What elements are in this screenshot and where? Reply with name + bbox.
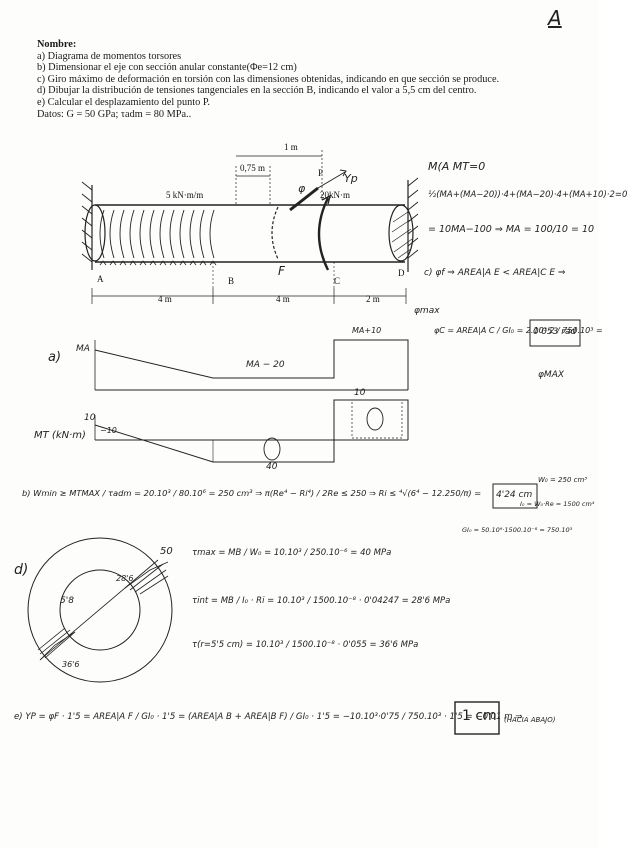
b-equation: b) Wmin ≥ MTMAX / τadm = 20.10³ / 80.10⁶… bbox=[22, 488, 482, 498]
c-phimax2-label: φMAX bbox=[538, 370, 565, 380]
mt-value-neg10: −10 bbox=[100, 426, 117, 435]
diagram-ma20-label: MA − 20 bbox=[246, 360, 285, 370]
stress-distribution-bottom bbox=[37, 627, 76, 661]
c-result-box bbox=[529, 319, 581, 347]
c-phi-line: c) φf ⇒ AREA|A E < AREA|C E ⇒ bbox=[424, 268, 566, 278]
b-side-note-2: I₀ = W₀·Re = 1500 cm⁴ bbox=[520, 500, 595, 508]
yp-arrow bbox=[317, 171, 346, 189]
mt-section-box bbox=[351, 399, 403, 439]
page-marker: A bbox=[548, 6, 562, 30]
point-b-label: B bbox=[228, 276, 235, 286]
b-side-note-1: W₀ = 250 cm³ bbox=[538, 476, 588, 484]
d-label: d) bbox=[14, 562, 29, 578]
datos-line: Datos: G = 50 GPa; τadm = 80 MPa.. bbox=[37, 108, 192, 120]
diagram-a-moment bbox=[94, 339, 409, 390]
b-result: 4'24 cm bbox=[496, 490, 533, 500]
concentrated-torque-arc bbox=[317, 197, 330, 271]
lever-arm bbox=[289, 186, 319, 212]
section-outer-circle bbox=[27, 537, 173, 683]
mt-value-10b: 10 bbox=[354, 388, 366, 398]
d-tau-55: τ(r=5'5 cm) = 10.10³ / 1500.10⁻⁸ · 0'055… bbox=[192, 640, 419, 650]
diagram-ma10-label: MA+10 bbox=[352, 326, 382, 335]
point-c-label: C bbox=[334, 276, 341, 286]
shaft-right-hatch bbox=[391, 211, 413, 259]
mt-value-40: 40 bbox=[266, 462, 278, 472]
span-cd-label: 2 m bbox=[366, 294, 380, 304]
e-result: 1 cm bbox=[462, 708, 497, 724]
eq-title: M(A MT=0 bbox=[428, 160, 486, 173]
diagram-ma-label: MA bbox=[76, 344, 90, 354]
dim-075m-label: 0,75 m bbox=[240, 163, 266, 173]
mt-value-10: 10 bbox=[84, 413, 96, 423]
e-equation: e) YP = φF · 1'5 = AREA|A F / GI₀ · 1'5 … bbox=[14, 712, 523, 722]
mt-section-symbol-2 bbox=[366, 407, 384, 431]
mt-section-symbol-1 bbox=[263, 437, 281, 461]
item-e: e) Calcular el desplazamiento del punto … bbox=[37, 96, 210, 108]
d-tau-int: τint = MB / I₀ · Ri = 10.10³ / 1500.10⁻⁸… bbox=[192, 596, 451, 606]
stress-distribution-top bbox=[124, 559, 169, 595]
problem-statement: Nombre: a) Diagrama de momentos torsores… bbox=[37, 39, 557, 120]
point-p-label: P bbox=[318, 168, 324, 178]
d-tau-max: τmax = MB / W₀ = 10.10³ / 250.10⁻⁶ = 40 … bbox=[192, 548, 392, 558]
b-side-note-3: GI₀ = 50.10⁹·1500.10⁻⁸ = 750.10³ bbox=[462, 526, 573, 534]
c-result: 0'053 rad bbox=[533, 327, 577, 337]
distributed-torque-arcs bbox=[99, 209, 215, 259]
c-phic-line: φC = AREA|A C / GI₀ = 2.10³·2 / 750.10³ … bbox=[434, 326, 603, 335]
d-value-366: 36'6 bbox=[62, 660, 80, 669]
exam-page: A Nombre: a) Diagrama de momentos torsor… bbox=[14, 6, 627, 735]
distributed-load-label: 5 kN·m/m bbox=[166, 190, 204, 200]
section-f-line bbox=[271, 206, 279, 260]
d-value-50: 50 bbox=[160, 546, 173, 557]
yp-label: Yp bbox=[344, 172, 358, 185]
dim-1m-label: 1 m bbox=[284, 142, 298, 152]
section-inner-circle bbox=[59, 569, 141, 651]
shaft-left-end bbox=[84, 204, 106, 262]
span-ab-label: 4 m bbox=[158, 294, 172, 304]
item-c: c) Giro máximo de deformación en torsión… bbox=[37, 73, 500, 85]
eq-line-2: = 10MA−100 ⇒ MA = 100/10 = 10 bbox=[428, 224, 595, 235]
span-bc-label: 4 m bbox=[276, 294, 290, 304]
point-d-label: D bbox=[398, 268, 405, 278]
b-result-box bbox=[492, 483, 538, 509]
item-d: d) Dibujar la distribución de tensiones … bbox=[37, 85, 477, 97]
concentrated-torque-arrowhead bbox=[321, 194, 332, 205]
e-result-box bbox=[454, 701, 500, 735]
drawing-layer bbox=[27, 150, 581, 735]
concentrated-load-label: 20kN·m bbox=[320, 190, 350, 200]
item-b: b) Dimensionar el eje con sección anular… bbox=[37, 62, 297, 74]
c-phimax-label: φmax bbox=[414, 306, 440, 316]
distributed-torque-arrows bbox=[99, 260, 217, 266]
eq-line-1: ½(MA+(MA−20))·4+(MA−20)·4+(MA+10)·2=0 bbox=[428, 190, 627, 200]
mt-axis-label: MT (kN·m) bbox=[34, 430, 86, 441]
e-direction-note: (HACIA ABAJO) bbox=[504, 716, 556, 724]
d-value-286: 28'6 bbox=[116, 574, 134, 583]
point-f-label: F bbox=[278, 264, 285, 278]
point-a-label: A bbox=[97, 274, 104, 284]
right-wall-hatch bbox=[407, 177, 419, 259]
left-wall-hatch bbox=[81, 181, 93, 263]
diagram-a-label: a) bbox=[48, 350, 62, 365]
d-value-58: 5'8 bbox=[60, 596, 74, 606]
shaft-right-end bbox=[388, 204, 414, 262]
nombre-label: Nombre: bbox=[37, 39, 77, 50]
phi-label: φ bbox=[298, 182, 306, 195]
mt-diagram bbox=[94, 399, 409, 463]
item-a: a) Diagrama de momentos torsores bbox=[37, 50, 182, 62]
